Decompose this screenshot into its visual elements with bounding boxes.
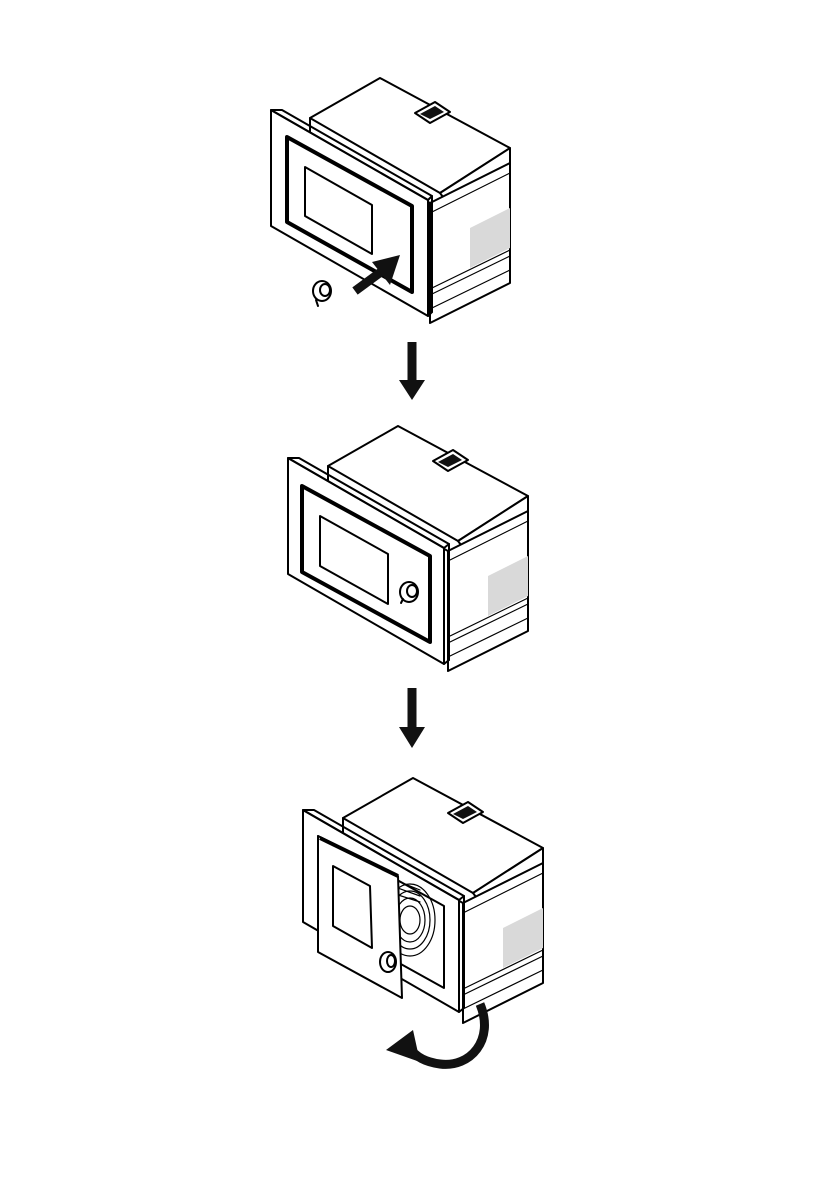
- down-arrow-icon: [399, 342, 425, 400]
- handle-knob-icon: [380, 952, 396, 972]
- step-3-open-door: [303, 778, 543, 1064]
- step-1-insert-frame: [271, 78, 510, 323]
- handle-knob-icon: [313, 281, 331, 306]
- handle-knob-icon: [400, 582, 418, 603]
- down-arrow-icon: [399, 688, 425, 748]
- step-2-attach-knob: [288, 426, 528, 671]
